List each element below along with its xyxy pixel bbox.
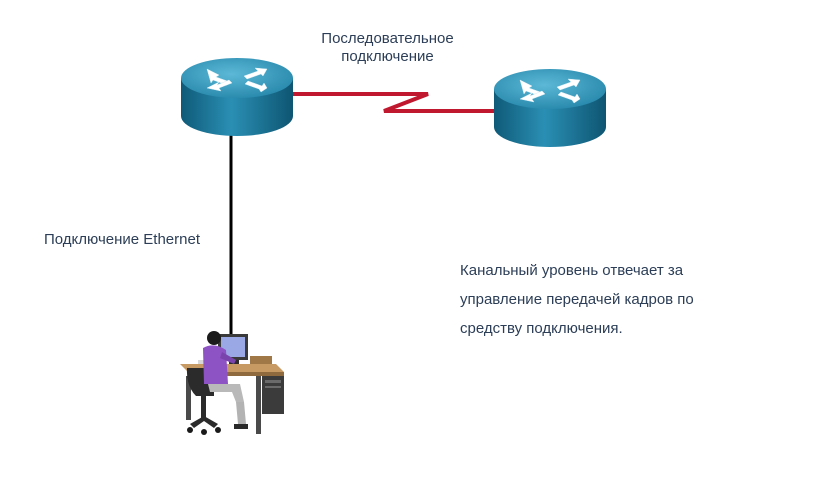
- serial-link-line: [292, 92, 495, 113]
- router-left-icon: [180, 57, 294, 137]
- router-right-icon: [493, 68, 607, 148]
- serial-link-label-line2: подключение: [341, 48, 434, 65]
- user-workstation-icon: [180, 331, 284, 435]
- description-text: Канальный уровень отвечает за управление…: [460, 262, 694, 337]
- serial-link-label-line1: Последовательное: [321, 30, 454, 47]
- serial-link-label: Последовательное подключение: [300, 30, 475, 66]
- ethernet-link-label: Подключение Ethernet: [44, 231, 200, 248]
